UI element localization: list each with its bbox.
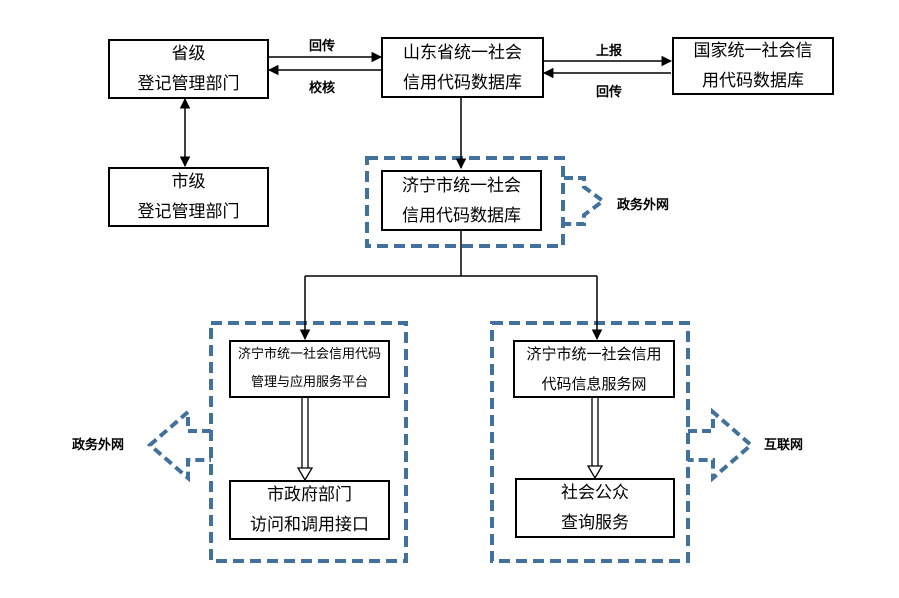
shandong-db-line1: 山东省统一社会	[403, 42, 522, 63]
shandong-db-box: 山东省统一社会 信用代码数据库	[381, 37, 544, 98]
info-net-line1: 济宁市统一社会信用	[526, 345, 662, 363]
internet-right-arrow	[688, 407, 755, 483]
info-net-line2: 代码信息服务网	[541, 375, 647, 393]
gov-extranet-right-arrow	[564, 176, 607, 226]
infonet-to-public-hollow-arrow	[586, 398, 604, 480]
platform-line2: 管理与应用服务平台	[250, 375, 368, 390]
gov-api-line1: 市政府部门	[267, 485, 352, 505]
city-registry-box: 市级 登记管理部门	[108, 167, 269, 227]
city-registry-line1: 市级	[171, 172, 206, 192]
jining-db-line1: 济宁市统一社会	[402, 175, 521, 196]
jining-db-dashed-frame	[365, 156, 565, 248]
national-db-line1: 国家统一社会信	[693, 41, 813, 61]
national-db-line2: 用代码数据库	[702, 71, 804, 91]
internet-label: 互联网	[764, 438, 804, 453]
gov-api-box: 市政府部门 访问和调用接口	[229, 480, 390, 540]
city-registry-line2: 登记管理部门	[137, 202, 240, 222]
provincial-registry-line2: 登记管理部门	[137, 74, 240, 94]
return-label: 回传	[309, 39, 336, 54]
jining-db-line2: 信用代码数据库	[402, 205, 521, 226]
gov-extranet-right-label: 政务外网	[617, 198, 670, 213]
info-service-net-box: 济宁市统一社会信用 代码信息服务网	[513, 340, 675, 398]
public-query-line1: 社会公众	[561, 483, 629, 503]
management-platform-box: 济宁市统一社会信用代码 管理与应用服务平台	[229, 340, 390, 398]
platform-line1: 济宁市统一社会信用代码	[237, 347, 381, 362]
provincial-registry-line1: 省级	[171, 44, 206, 64]
platform-to-api-hollow-arrow	[296, 398, 314, 482]
public-query-line2: 查询服务	[561, 513, 629, 533]
report-label: 上报	[596, 44, 623, 59]
national-db-box: 国家统一社会信 用代码数据库	[672, 37, 834, 95]
shandong-db-line2: 信用代码数据库	[403, 72, 522, 93]
gov-extranet-left-label: 政务外网	[72, 438, 125, 453]
public-query-box: 社会公众 查询服务	[515, 478, 675, 538]
gov-platform-dashed-frame	[209, 321, 408, 563]
gov-extranet-left-arrow	[146, 407, 211, 483]
verify-label: 校核	[309, 81, 336, 96]
jining-db-box: 济宁市统一社会 信用代码数据库	[381, 170, 542, 231]
provincial-registry-box: 省级 登记管理部门	[108, 39, 269, 99]
internet-service-dashed-frame	[490, 321, 690, 563]
gov-api-line2: 访问和调用接口	[250, 515, 369, 535]
national-return-label: 回传	[596, 85, 623, 100]
